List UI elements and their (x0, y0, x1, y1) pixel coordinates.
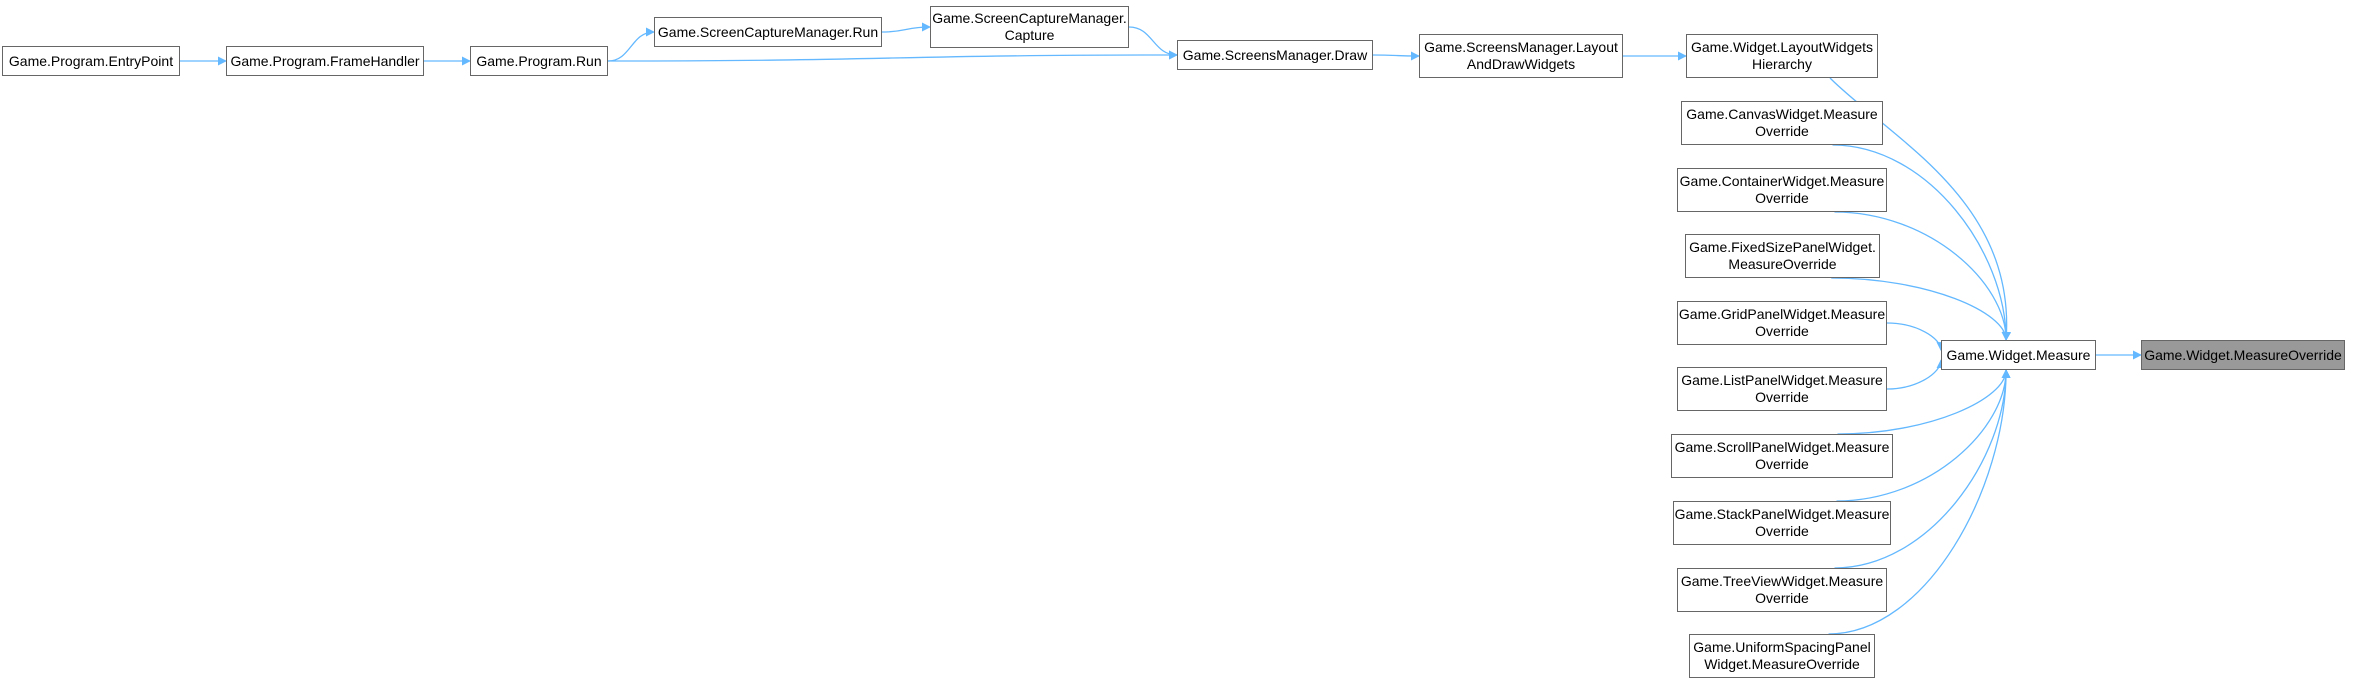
node-label-line1: Game.Widget.LayoutWidgets (1690, 39, 1874, 55)
node-label: Game.Widget.Measure (1946, 346, 2091, 363)
node-label-line1: Game.TreeViewWidget.Measure (1680, 573, 1884, 589)
node-game-canvaswidget-measureoverride[interactable]: Game.CanvasWidget.Measure Override (1681, 101, 1883, 145)
edge-grid-measure-to-widget-measure (1886, 322, 1946, 352)
edge-program-run-to-screen-capture-run (607, 27, 655, 62)
edge-screen-capture-capture-to-screens-draw (1128, 26, 1178, 60)
node-game-treeviewwidget-measureoverride[interactable]: Game.TreeViewWidget.Measure Override (1677, 568, 1887, 612)
node-game-uniformspacingpanelwidget-measureoverride[interactable]: Game.UniformSpacingPanel Widget.MeasureO… (1689, 634, 1875, 678)
node-label: Game.Program.EntryPoint (8, 52, 174, 69)
edge-treeview-measure-to-widget-measure (1834, 369, 2011, 569)
edge-uniform-measure-to-widget-measure (1828, 369, 2011, 635)
edge-canvas-measure-to-widget-measure (1832, 144, 2011, 341)
node-label: Game.ScreensManager.Draw (1182, 46, 1368, 63)
node-game-listpanelwidget-measureoverride[interactable]: Game.ListPanelWidget.Measure Override (1677, 367, 1887, 411)
node-label-line1: Game.ListPanelWidget.Measure (1681, 372, 1883, 388)
node-game-screencapturemanager-capture[interactable]: Game.ScreenCaptureManager. Capture (930, 6, 1129, 48)
node-label-line2: AndDrawWidgets (1466, 56, 1576, 72)
node-label-line1: Game.ScreensManager.Layout (1424, 39, 1618, 55)
edge-program-run-to-screens-draw (607, 50, 1178, 62)
node-game-widget-measureoverride[interactable]: Game.Widget.MeasureOverride (2141, 340, 2345, 370)
node-label-line1: Game.CanvasWidget.Measure (1686, 106, 1878, 122)
node-game-screensmanager-layoutanddrawwidgets[interactable]: Game.ScreensManager.Layout AndDrawWidget… (1419, 34, 1623, 78)
node-label-line1: Game.FixedSizePanelWidget. (1689, 239, 1876, 255)
node-game-stackpanelwidget-measureoverride[interactable]: Game.StackPanelWidget.Measure Override (1673, 501, 1891, 545)
node-game-program-run[interactable]: Game.Program.Run (470, 46, 608, 76)
node-label: Game.Widget.MeasureOverride (2144, 346, 2342, 363)
node-label-line1: Game.GridPanelWidget.Measure (1678, 306, 1886, 322)
edge-scroll-measure-to-widget-measure (1837, 369, 2011, 435)
node-label-line2: Capture (1004, 27, 1055, 43)
node-game-screensmanager-draw[interactable]: Game.ScreensManager.Draw (1177, 40, 1373, 70)
node-label: Game.Program.Run (476, 52, 602, 69)
node-game-program-entrypoint[interactable]: Game.Program.EntryPoint (2, 46, 180, 76)
node-label-line2: Widget.MeasureOverride (1704, 656, 1860, 672)
node-game-widget-layoutwidgetshierarchy[interactable]: Game.Widget.LayoutWidgets Hierarchy (1686, 34, 1878, 78)
node-label-line2: Override (1755, 523, 1809, 539)
edge-screen-capture-run-to-screen-capture-capture (881, 22, 931, 33)
node-game-program-framehandler[interactable]: Game.Program.FrameHandler (226, 46, 424, 76)
edge-fixedsize-measure-to-widget-measure (1831, 277, 2011, 341)
node-label-line2: Override (1755, 190, 1809, 206)
node-label-line1: Game.ScrollPanelWidget.Measure (1674, 439, 1890, 455)
node-label: Game.Program.FrameHandler (230, 52, 420, 69)
node-game-widget-measure[interactable]: Game.Widget.Measure (1941, 340, 2096, 370)
node-label-line2: Override (1755, 456, 1809, 472)
node-label-line2: MeasureOverride (1728, 256, 1837, 272)
node-game-screencapturemanager-run[interactable]: Game.ScreenCaptureManager.Run (654, 17, 882, 47)
node-game-scrollpanelwidget-measureoverride[interactable]: Game.ScrollPanelWidget.Measure Override (1671, 434, 1893, 478)
node-label: Game.ScreenCaptureManager.Run (657, 23, 879, 40)
node-label-line2: Override (1755, 590, 1809, 606)
node-label-line1: Game.StackPanelWidget.Measure (1674, 506, 1890, 522)
node-label-line1: Game.ContainerWidget.Measure (1679, 173, 1885, 189)
node-game-fixedsizepanelwidget-measureoverride[interactable]: Game.FixedSizePanelWidget. MeasureOverri… (1685, 234, 1880, 278)
edge-container-measure-to-widget-measure (1834, 211, 2011, 341)
node-label-line2: Override (1755, 323, 1809, 339)
edge-list-measure-to-widget-measure (1886, 359, 1946, 390)
node-label-line1: Game.UniformSpacingPanel (1693, 639, 1871, 655)
node-label-line1: Game.ScreenCaptureManager. (932, 10, 1127, 26)
node-game-containerwidget-measureoverride[interactable]: Game.ContainerWidget.Measure Override (1677, 168, 1887, 212)
node-label-line2: Hierarchy (1752, 56, 1812, 72)
edge-stack-measure-to-widget-measure (1836, 369, 2011, 502)
edge-screens-draw-to-screens-layout (1372, 51, 1420, 61)
node-game-gridpanelwidget-measureoverride[interactable]: Game.GridPanelWidget.Measure Override (1677, 301, 1887, 345)
node-label-line2: Override (1755, 123, 1809, 139)
node-label-line2: Override (1755, 389, 1809, 405)
